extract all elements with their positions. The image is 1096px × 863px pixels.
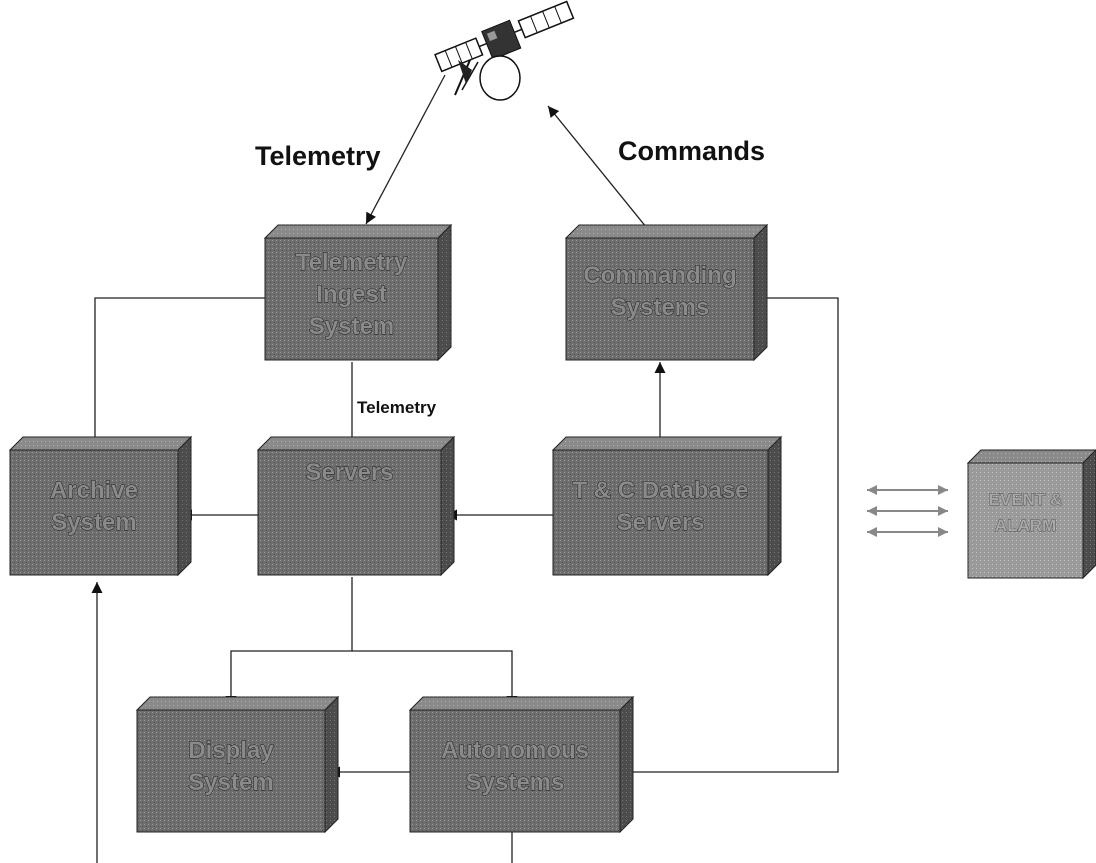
display-system-label-line: Display [188, 737, 274, 764]
satellite-icon [434, 0, 575, 101]
telemetry-ingest-label-line: Telemetry [296, 249, 408, 276]
commanding-systems-label-line: Systems [611, 294, 710, 321]
commanding-systems-label-line: Commanding [583, 262, 736, 289]
servers-to-display-arrow [225, 577, 353, 707]
autonomous-systems-label-line: Autonomous [441, 737, 589, 764]
servers-label-line: Servers [305, 459, 393, 486]
archive-system-label-line: Archive [50, 477, 138, 504]
display-system-label-line: System [188, 769, 273, 796]
tc-database-servers-label-line: Servers [616, 509, 704, 536]
commands-uplink-label: Commands [618, 136, 765, 166]
commands-uplink-arrow [547, 105, 656, 239]
telemetry-downlink-arrow [365, 74, 446, 225]
archive-system-label-line: System [51, 509, 136, 536]
servers-box: Servers [256, 435, 456, 577]
tc-database-servers-label-line: T & C Database [572, 477, 748, 504]
autonomous-systems-label-line: Systems [466, 769, 565, 796]
connectors [89, 74, 839, 863]
servers-to-autonomous-arrow [352, 650, 518, 707]
event-alarm-links [867, 485, 948, 537]
event-alarm-box: EVENT & ALARM [966, 449, 1096, 580]
telemetry-ingest-label-line: Ingest [316, 281, 387, 308]
telemetry-ingest-label-line: System [309, 313, 394, 340]
autonomous-to-commanding-arrow [625, 292, 839, 773]
ingest-to-archive-arrow [89, 297, 265, 448]
telemetry-downlink-label: Telemetry [255, 141, 381, 171]
event-alarm-label-line: EVENT & [989, 490, 1063, 509]
telemetry-flow-label: Telemetry [357, 398, 437, 417]
event-alarm-label-line: ALARM [995, 516, 1056, 535]
